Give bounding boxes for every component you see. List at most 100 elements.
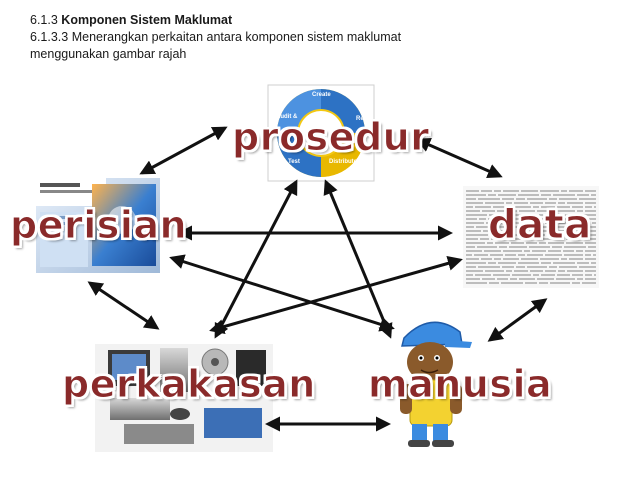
data-text-line xyxy=(486,222,507,224)
data-text-line xyxy=(499,246,507,248)
data-text-line xyxy=(482,278,495,280)
data-text-line xyxy=(549,266,557,268)
data-text-line xyxy=(539,282,548,284)
data-text-line xyxy=(505,254,516,256)
data-text-line xyxy=(490,234,502,236)
data-text-line xyxy=(580,226,596,228)
data-text-line xyxy=(572,274,583,276)
data-text-line xyxy=(532,250,546,252)
data-text-line xyxy=(585,258,596,260)
data-text-line xyxy=(493,274,510,276)
data-text-line xyxy=(503,190,519,192)
data-text-line xyxy=(572,214,580,216)
data-text-line xyxy=(518,254,525,256)
cycle-distribute-text: Distribute xyxy=(329,159,358,165)
data-text-line xyxy=(545,254,562,256)
data-text-line xyxy=(488,194,496,196)
data-text-line xyxy=(510,210,517,212)
data-text-line xyxy=(552,246,562,248)
data-text-line xyxy=(503,258,519,260)
data-text-line xyxy=(556,210,575,212)
data-text-line xyxy=(480,238,489,240)
data-text-line xyxy=(541,206,555,208)
data-text-line xyxy=(585,202,596,204)
data-text-line xyxy=(545,202,556,204)
data-text-line xyxy=(511,242,524,244)
section-number: 6.1.3 xyxy=(30,13,58,27)
data-text-line xyxy=(497,210,508,212)
data-text-line xyxy=(585,278,596,280)
data-text-line xyxy=(558,202,565,204)
data-text-line xyxy=(541,194,551,196)
data-text-line xyxy=(543,238,564,240)
data-text-line xyxy=(466,190,479,192)
data-text-line xyxy=(521,190,538,192)
data-text-line xyxy=(566,242,583,244)
data-text-line xyxy=(566,238,576,240)
data-text-line xyxy=(516,198,525,200)
data-text-line xyxy=(466,274,473,276)
data-text-line xyxy=(527,254,543,256)
data-text-line xyxy=(533,274,539,276)
data-text-line xyxy=(481,190,492,192)
data-text-line xyxy=(577,262,589,264)
data-text-line xyxy=(466,206,473,208)
data-text-line xyxy=(504,234,513,236)
data-text-line xyxy=(585,242,596,244)
data-text-line xyxy=(591,262,596,264)
data-text-line xyxy=(515,234,535,236)
data-text-line xyxy=(485,202,504,204)
data-text-line xyxy=(476,226,494,228)
data-text-line xyxy=(466,218,477,220)
data-text-line xyxy=(564,246,586,248)
data-text-line xyxy=(466,246,475,248)
data-text-line xyxy=(556,278,575,280)
data-text-line xyxy=(488,262,496,264)
arrow-prosedur-perkakasan xyxy=(214,179,298,339)
data-text-line xyxy=(466,250,482,252)
data-text-line xyxy=(548,242,564,244)
data-text-line xyxy=(570,222,590,224)
data-text-line xyxy=(527,198,547,200)
data-text-line xyxy=(509,246,527,248)
data-text-line xyxy=(466,262,486,264)
cycle-audit-text: Audit & xyxy=(276,114,298,120)
data-text-line xyxy=(466,242,485,244)
data-text-line xyxy=(594,206,596,208)
data-text-line xyxy=(545,222,557,224)
data-text-line xyxy=(475,274,491,276)
data-text-line xyxy=(576,250,583,252)
data-text-line xyxy=(534,230,549,232)
data-text-line xyxy=(537,234,545,236)
arrow-prosedur-perisian xyxy=(139,126,228,175)
data-text-line xyxy=(466,278,480,280)
data-text-line xyxy=(549,198,557,200)
data-text-line xyxy=(585,218,596,220)
label-manusia: manusia xyxy=(367,362,553,406)
data-text-line xyxy=(547,234,565,236)
data-text-line xyxy=(540,258,559,260)
data-text-line xyxy=(585,206,592,208)
data-text-line xyxy=(579,266,596,268)
data-text-line xyxy=(506,218,523,220)
data-text-line xyxy=(494,258,501,260)
relationship-arrows xyxy=(87,126,548,432)
data-text-line xyxy=(592,222,596,224)
data-text-line xyxy=(557,274,570,276)
data-text-line xyxy=(548,250,561,252)
arrow-prosedur-data xyxy=(415,137,503,179)
data-text-line xyxy=(500,230,515,232)
data-text-line xyxy=(510,278,517,280)
data-text-line xyxy=(569,190,583,192)
data-text-line xyxy=(567,202,583,204)
data-text-line xyxy=(572,282,580,284)
data-text-line xyxy=(531,226,553,228)
data-text-line xyxy=(578,238,596,240)
data-text-line xyxy=(582,214,596,216)
data-text-line xyxy=(579,198,596,200)
data-text-line xyxy=(466,234,488,236)
data-text-line xyxy=(518,262,539,264)
data-text-line xyxy=(488,218,504,220)
subtitle-line-2: menggunakan gambar rajah xyxy=(30,47,187,61)
data-text-line xyxy=(557,206,570,208)
